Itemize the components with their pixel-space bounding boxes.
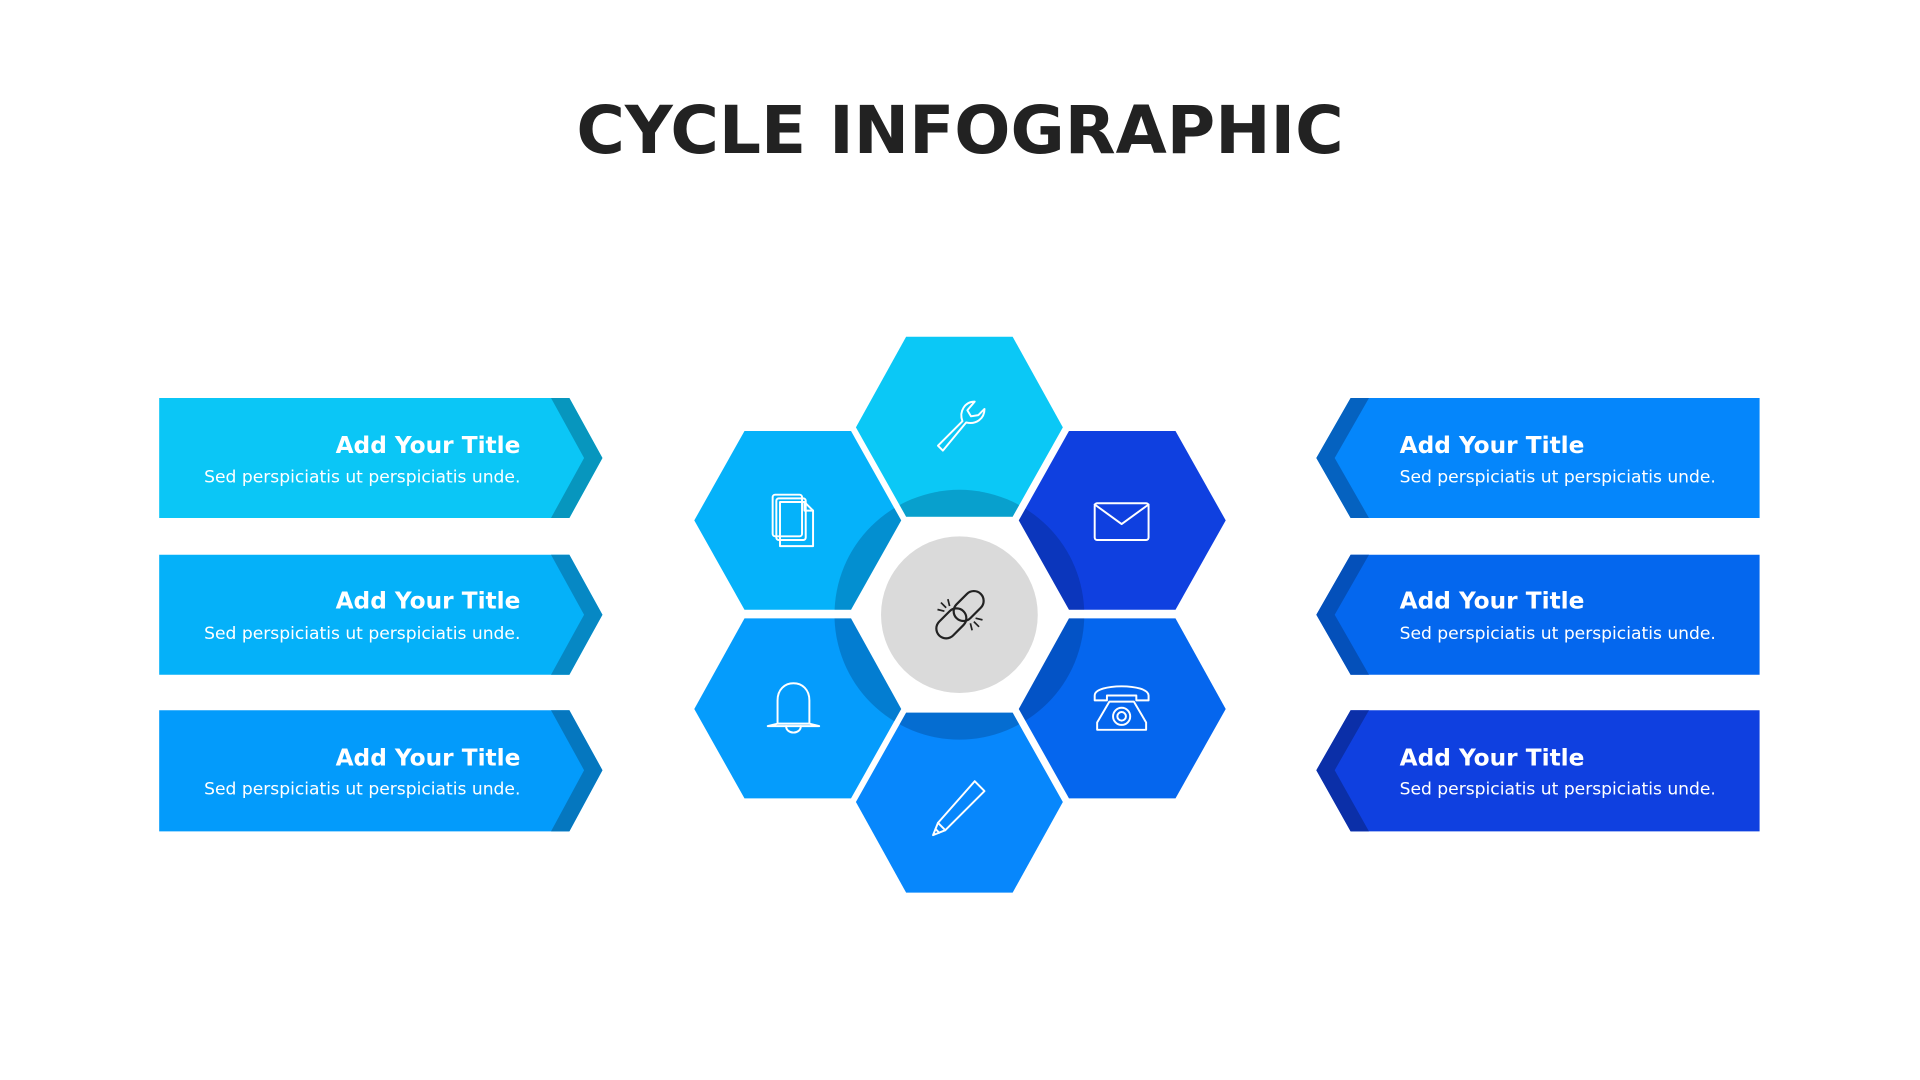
wrench-icon xyxy=(936,400,986,452)
banner-chevron xyxy=(551,397,603,518)
banner-body xyxy=(1316,554,1760,675)
banner-text: Sed perspiciatis ut perspiciatis unde. xyxy=(1400,780,1716,800)
hexagon-lower-left xyxy=(694,618,902,799)
telephone-icon xyxy=(1093,685,1150,731)
banner-chevron xyxy=(551,710,603,832)
right-banner-2: Add Your Title Sed perspiciatis ut persp… xyxy=(1316,554,1760,675)
documents-icon xyxy=(771,493,815,548)
banner-title: Add Your Title xyxy=(1400,432,1585,459)
banner-body xyxy=(159,554,603,675)
banner-chevron xyxy=(1316,397,1369,518)
banner-body xyxy=(159,710,603,832)
hexagon-cluster xyxy=(694,336,1226,893)
hexagon-upper-right xyxy=(1018,431,1226,610)
right-banner-3: Add Your Title Sed perspiciatis ut persp… xyxy=(1316,710,1760,832)
left-banner-1: Add Your Title Sed perspiciatis ut persp… xyxy=(159,397,603,518)
banner-text: Sed perspiciatis ut perspiciatis unde. xyxy=(204,467,520,487)
broken-link-icon xyxy=(935,589,985,640)
banner-title: Add Your Title xyxy=(1400,744,1585,771)
banner-chevron xyxy=(1316,554,1369,675)
banner-body xyxy=(159,397,603,518)
banner-chevron xyxy=(1316,710,1369,832)
banner-text: Sed perspiciatis ut perspiciatis unde. xyxy=(204,780,520,800)
banner-title: Add Your Title xyxy=(336,744,521,771)
banner-title: Add Your Title xyxy=(1400,588,1585,615)
hexagon-bottom xyxy=(855,712,1063,893)
banner-title: Add Your Title xyxy=(336,588,521,615)
left-banner-3: Add Your Title Sed perspiciatis ut persp… xyxy=(159,710,603,832)
banner-text: Sed perspiciatis ut perspiciatis unde. xyxy=(204,624,520,644)
banner-body xyxy=(1316,710,1760,832)
banner-body xyxy=(1316,397,1760,518)
hexagon-top xyxy=(855,336,1063,517)
banner-text: Sed perspiciatis ut perspiciatis unde. xyxy=(1400,467,1716,487)
bell-icon xyxy=(766,682,821,734)
pencil-icon xyxy=(932,780,986,837)
left-banner-2: Add Your Title Sed perspiciatis ut persp… xyxy=(159,554,603,675)
center-circle xyxy=(881,536,1038,694)
envelope-icon xyxy=(1093,502,1150,541)
banner-text: Sed perspiciatis ut perspiciatis unde. xyxy=(1400,624,1716,644)
hexagon-upper-left xyxy=(694,431,902,610)
right-banner-1: Add Your Title Sed perspiciatis ut persp… xyxy=(1316,397,1760,518)
banner-title: Add Your Title xyxy=(336,432,521,459)
page-title: CYCLE INFOGRAPHIC xyxy=(576,92,1343,169)
banner-chevron xyxy=(551,554,603,675)
